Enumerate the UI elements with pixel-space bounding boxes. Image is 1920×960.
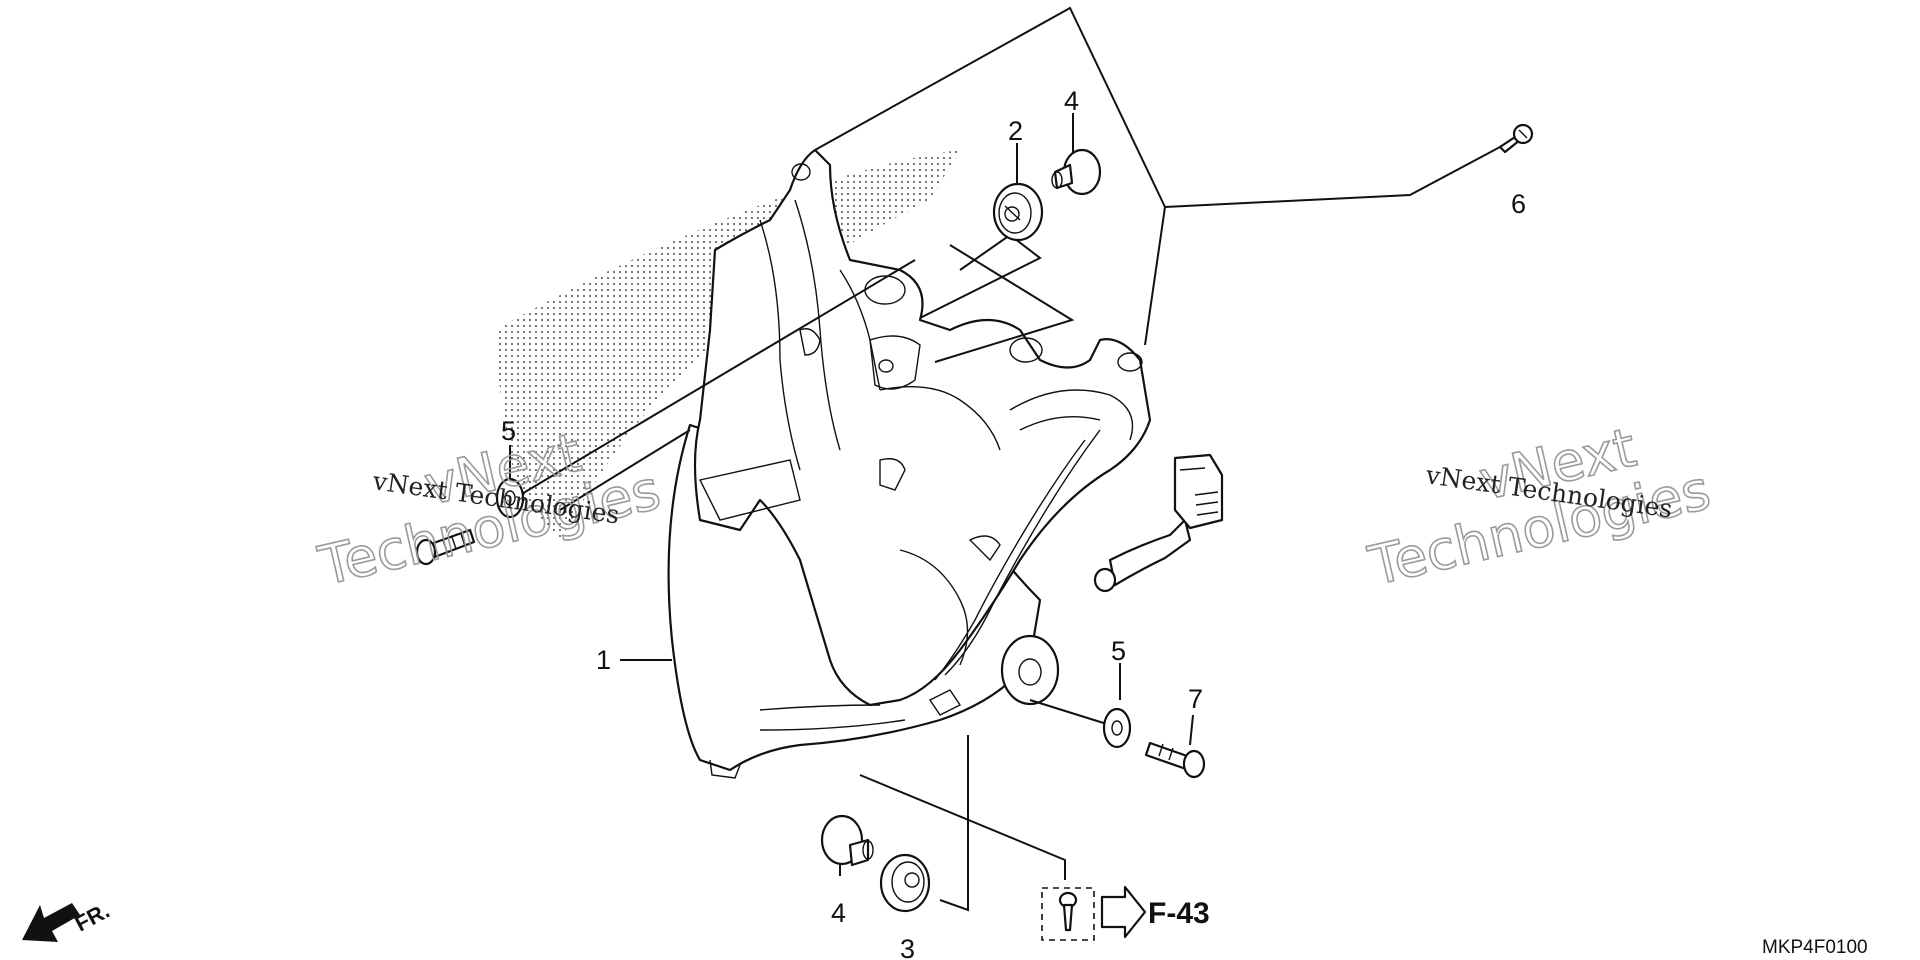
collar-top bbox=[1051, 148, 1102, 196]
callout-5-right: 5 bbox=[1111, 636, 1126, 666]
collar-bottom bbox=[820, 814, 874, 867]
callout-2: 2 bbox=[1008, 116, 1023, 146]
callout-4-bottom: 4 bbox=[831, 898, 846, 928]
leader-lines bbox=[509, 6, 1501, 912]
screw-top-right bbox=[1498, 123, 1534, 154]
rubber-grommet-top bbox=[992, 182, 1044, 242]
callout-labels: 1 2 3 4 4 5 5 6 7 bbox=[501, 86, 1526, 960]
headlight-assembly bbox=[667, 148, 1152, 779]
callout-3: 3 bbox=[900, 934, 915, 960]
diagram-code: MKP4F0100 bbox=[1762, 937, 1868, 958]
reference-label: F-43 bbox=[1148, 897, 1210, 930]
reference-screw-box bbox=[1041, 887, 1095, 941]
rubber-grommet-bottom bbox=[879, 853, 931, 913]
reference-arrow[interactable]: F-43 bbox=[1100, 885, 1210, 939]
front-direction-arrow: FR. bbox=[22, 898, 114, 942]
callout-1: 1 bbox=[596, 645, 611, 675]
washer-right bbox=[1102, 707, 1132, 749]
callout-4-top: 4 bbox=[1064, 86, 1079, 116]
bolt-right bbox=[1144, 741, 1206, 779]
callout-6: 6 bbox=[1511, 189, 1526, 219]
callout-5-left: 5 bbox=[501, 416, 516, 446]
connector bbox=[1093, 453, 1224, 593]
direction-label: FR. bbox=[71, 898, 114, 937]
callout-7: 7 bbox=[1188, 684, 1203, 714]
watermark-right: Technologies vNext vNext Technologies bbox=[1362, 415, 1717, 599]
bolt-left bbox=[415, 528, 476, 566]
washer-left bbox=[495, 477, 525, 519]
